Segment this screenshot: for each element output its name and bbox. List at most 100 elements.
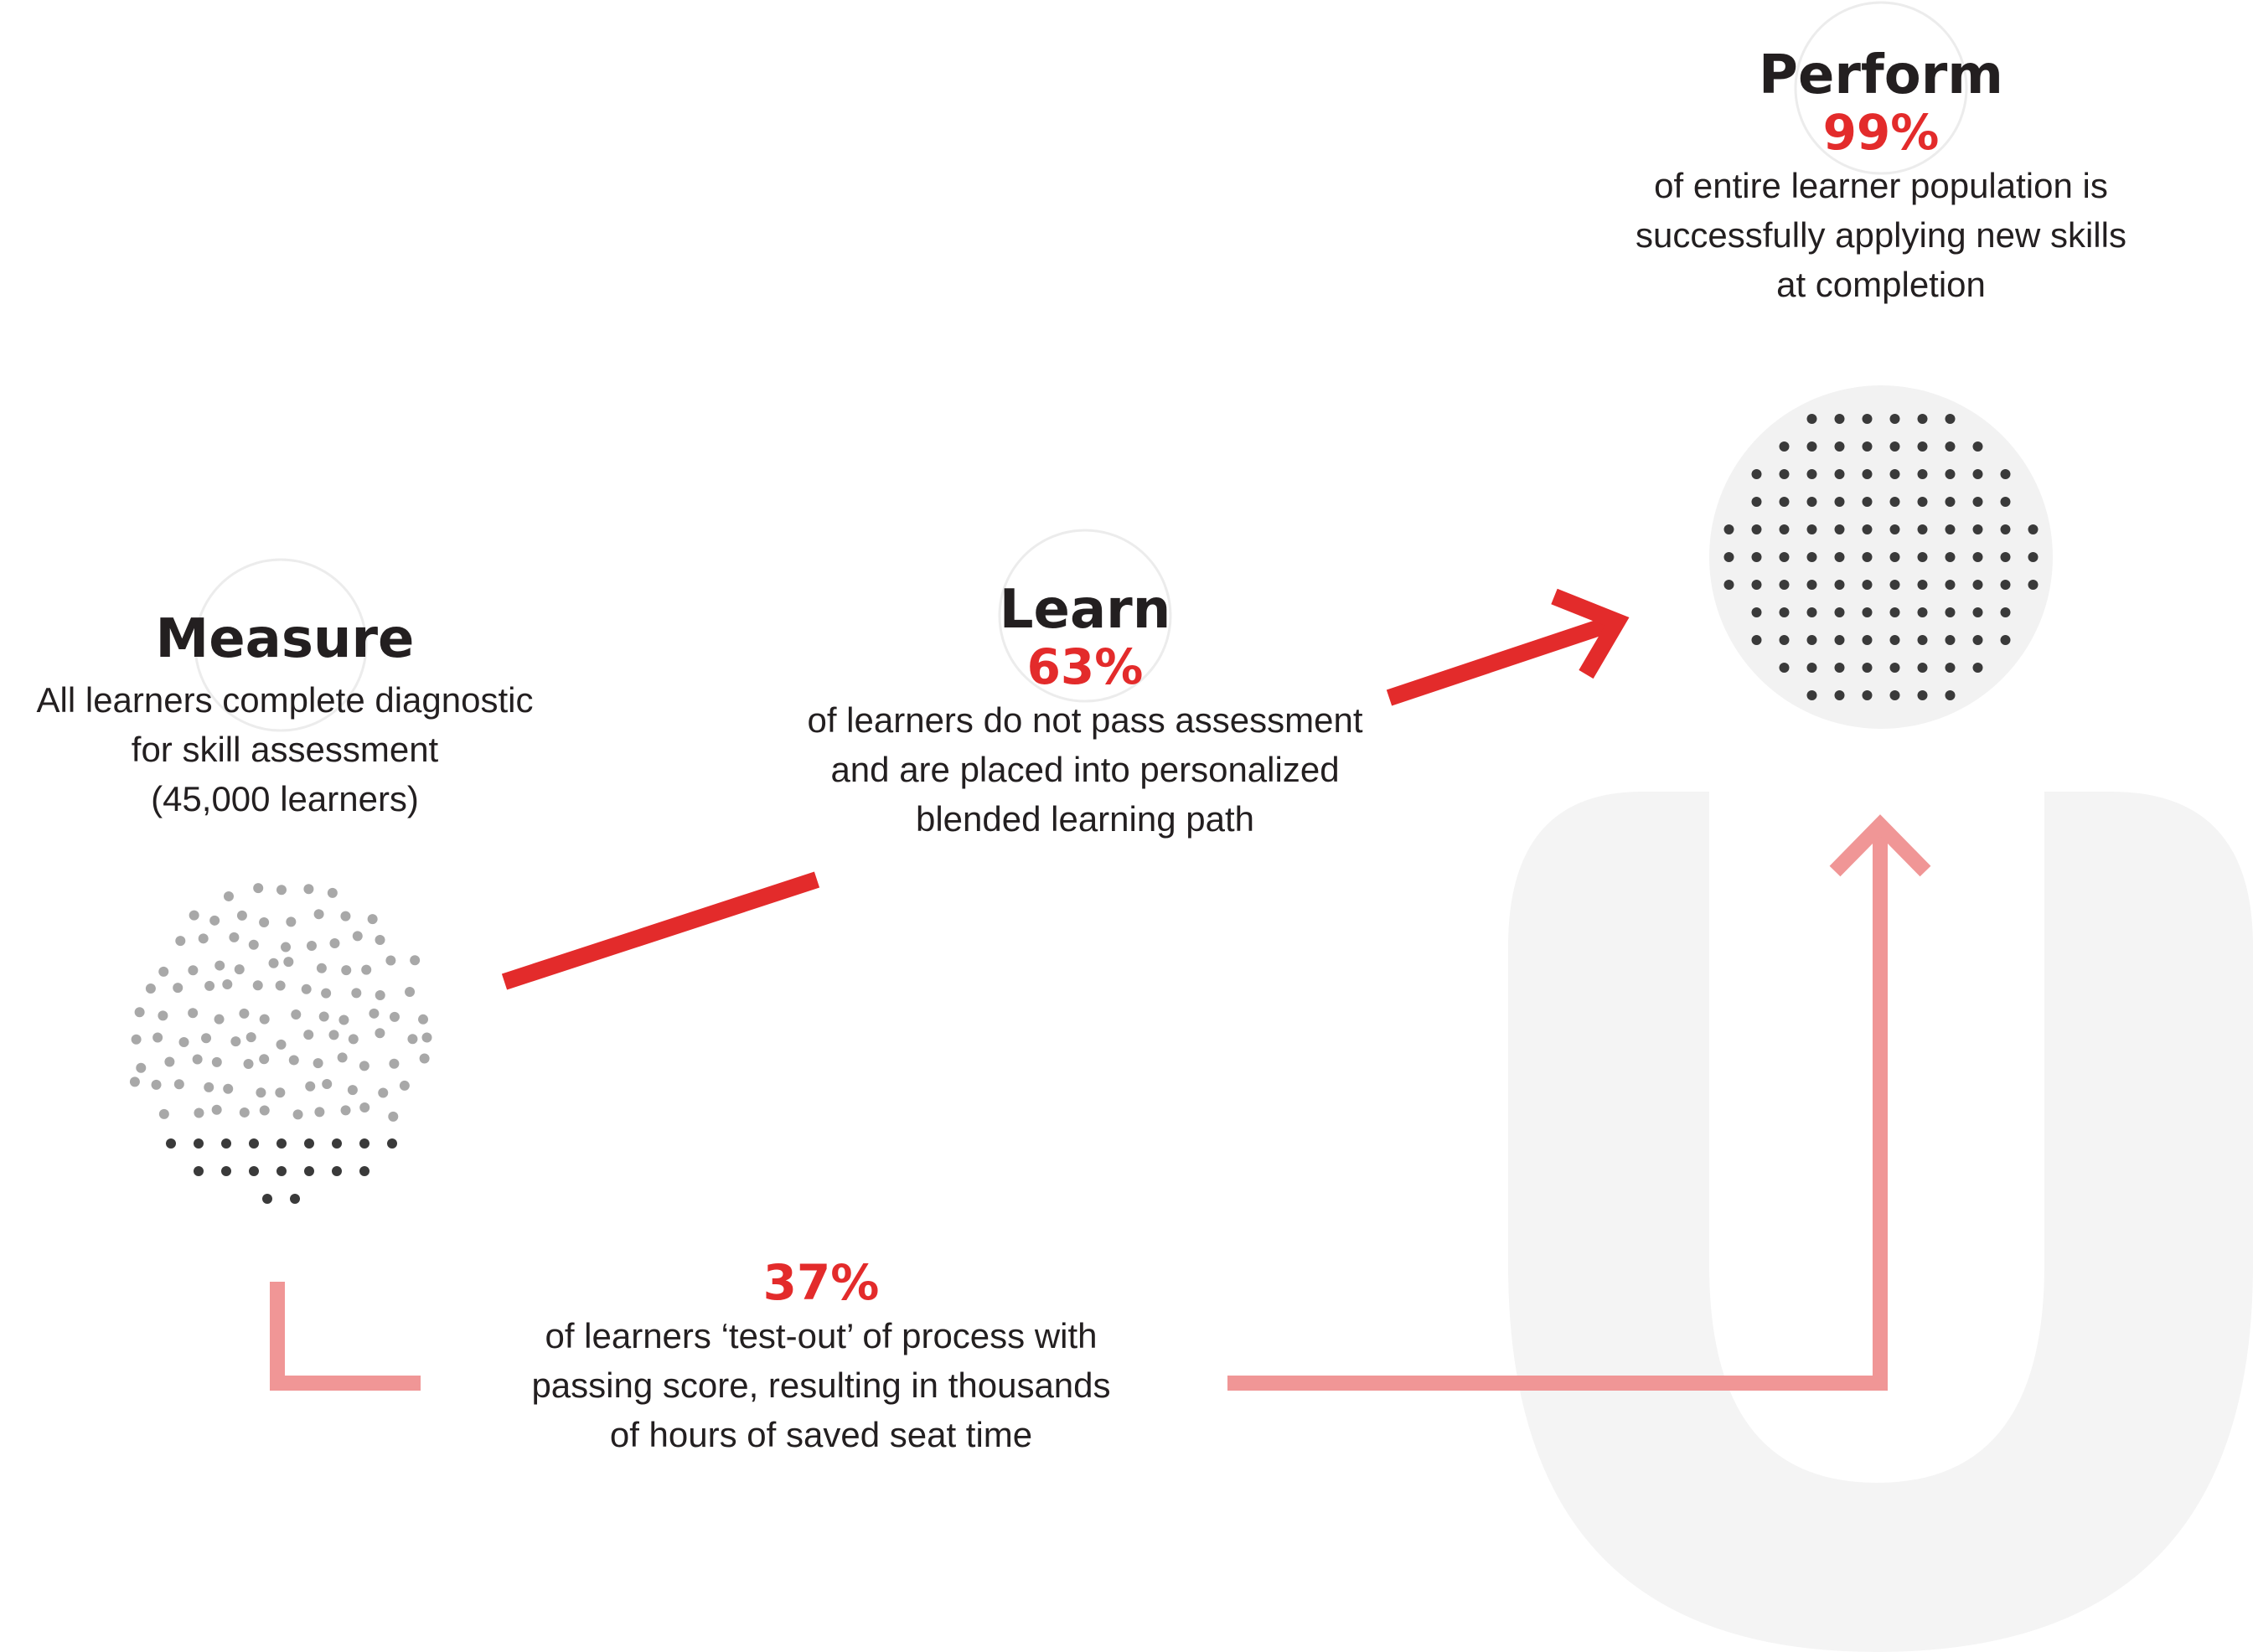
perform-percent: 99% <box>1822 104 1940 162</box>
measure-dot-light <box>361 964 372 975</box>
measure-dot-light <box>223 1083 234 1094</box>
test-out-block: 37% of learners ‘test-out’ of process wi… <box>469 1255 1173 1459</box>
perform-dot-cluster-icon <box>1723 414 2039 700</box>
perform-dot <box>1723 580 1734 590</box>
measure-dot-light <box>192 1054 203 1065</box>
perform-dot <box>1972 635 1983 645</box>
perform-dot <box>1834 441 1845 452</box>
measure-dot-dark <box>221 1138 231 1149</box>
measure-dot-light <box>418 1014 429 1025</box>
learn-line: blended learning path <box>915 799 1254 839</box>
perform-dot <box>1889 552 1900 562</box>
perform-dot <box>1834 552 1845 562</box>
measure-dot-light <box>316 963 327 973</box>
measure-dot-light <box>288 1055 299 1066</box>
measure-dot-dark <box>276 1138 287 1149</box>
perform-dot <box>1972 552 1983 562</box>
perform-dot <box>1972 580 1983 590</box>
measure-dot-light <box>407 1034 418 1045</box>
measure-dot-light <box>421 1032 432 1043</box>
measure-dot-light <box>164 1056 175 1067</box>
measure-dot-light <box>329 937 340 948</box>
measure-dot-dark <box>276 1166 287 1176</box>
measure-dot-light <box>188 965 199 976</box>
perform-dot <box>1972 469 1983 479</box>
learn-to-perform-arrow-icon <box>1386 588 1630 706</box>
perform-dot <box>1862 552 1873 562</box>
measure-dot-light <box>359 1061 369 1071</box>
measure-dot-light <box>327 887 338 898</box>
perform-dot <box>1862 580 1873 590</box>
perform-dot <box>1862 690 1873 700</box>
measure-dot-light <box>359 1102 370 1113</box>
perform-dot <box>2028 580 2039 590</box>
measure-dot-light <box>234 964 245 975</box>
perform-dot <box>1806 607 1817 617</box>
perform-dot <box>1917 580 1928 590</box>
perform-dot <box>1862 635 1873 645</box>
measure-dot-light <box>306 941 317 952</box>
measure-line: (45,000 learners) <box>151 779 419 819</box>
test-out-arrowhead-icon <box>1829 814 1931 877</box>
perform-dot <box>1889 497 1900 507</box>
perform-dot <box>1945 414 1956 424</box>
measure-dot-dark <box>304 1166 314 1176</box>
measure-to-learn-line <box>501 871 820 990</box>
measure-dot-dark <box>359 1138 369 1149</box>
measure-dot-light <box>175 936 186 947</box>
perform-dot <box>1779 580 1790 590</box>
perform-dot <box>1751 552 1762 562</box>
measure-dot-light <box>292 1109 303 1120</box>
measure-dot-light <box>286 916 297 927</box>
perform-dot <box>1945 524 1956 534</box>
measure-dot-light <box>136 1062 147 1073</box>
measure-dot-light <box>158 1108 169 1119</box>
measure-dot-light <box>204 980 215 991</box>
measure-dot-light <box>305 1081 316 1092</box>
learn-title: Learn <box>999 579 1171 641</box>
perform-dot <box>2028 552 2039 562</box>
measure-dot-light <box>158 966 169 977</box>
perform-dot <box>1806 635 1817 645</box>
perform-dot <box>1723 524 1734 534</box>
measure-dot-light <box>405 986 416 997</box>
perform-dot <box>1751 497 1762 507</box>
measure-dot-light <box>385 955 396 966</box>
perform-dot <box>1779 663 1790 673</box>
measure-dot-dark <box>249 1166 259 1176</box>
measure-dot-light <box>399 1080 410 1091</box>
perform-dot <box>1972 663 1983 673</box>
measure-dot-light <box>236 910 247 921</box>
measure-dot-light <box>158 1010 168 1021</box>
learn-percent: 63% <box>1026 638 1144 696</box>
test-out-line: of hours of saved seat time <box>609 1414 1033 1454</box>
measure-dot-light <box>178 1036 189 1047</box>
measure-dot-light <box>248 939 259 950</box>
perform-dot <box>1917 414 1928 424</box>
measure-dot-light <box>369 1008 380 1019</box>
learn-description: of learners do not pass assessment and a… <box>750 695 1420 844</box>
measure-dot-light <box>259 1014 270 1025</box>
perform-dot <box>1917 497 1928 507</box>
measure-dot-dark <box>194 1166 204 1176</box>
measure-dot-light <box>129 1076 140 1087</box>
measure-dot-light <box>318 1011 329 1022</box>
measure-dot-light <box>259 1105 270 1116</box>
perform-dot <box>1862 663 1873 673</box>
perform-line: of entire learner population is <box>1654 166 2108 206</box>
perform-dot <box>1862 469 1873 479</box>
perform-dot <box>1834 690 1845 700</box>
measure-dot-dark <box>332 1138 342 1149</box>
measure-dot-light <box>322 1078 333 1089</box>
perform-dot <box>1806 663 1817 673</box>
perform-dot <box>1917 469 1928 479</box>
measure-dot-light <box>375 990 385 1001</box>
measure-dot-light <box>253 883 264 894</box>
perform-block: Perform 99% of entire learner population… <box>1546 46 2216 309</box>
measure-dot-light <box>259 1054 270 1065</box>
measure-dot-light <box>281 942 292 952</box>
perform-dot <box>1889 441 1900 452</box>
perform-dot <box>1945 690 1956 700</box>
measure-dot-light <box>214 1014 225 1025</box>
